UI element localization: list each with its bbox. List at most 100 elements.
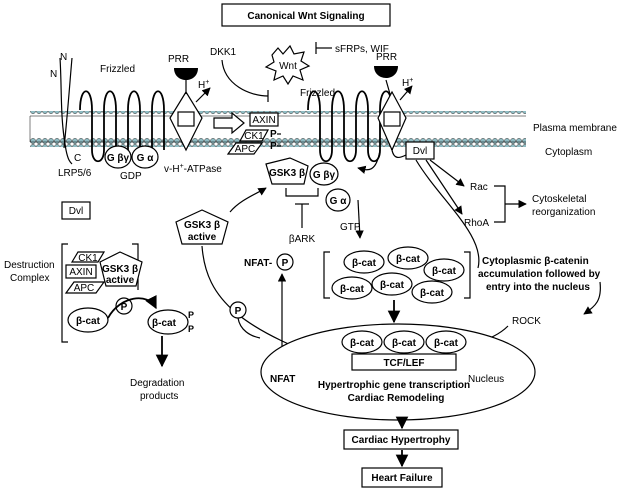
p-top-1: P [270,129,277,140]
ga-left [131,145,159,169]
svg-text:AXIN: AXIN [252,115,275,126]
bcat-cytoplasm-group: β-cat β-cat β-cat β-cat β-cat β-cat [331,246,465,304]
gsk-active-to-top-arrow [229,187,267,213]
gdp-label: GDP [120,171,142,182]
svg-text:β-cat: β-cat [350,338,375,349]
ga-to-bcat-arrow [355,199,364,239]
svg-text:APC: APC [235,144,256,155]
svg-text:β-cat: β-cat [152,318,177,329]
nucleus-label: Nucleus [468,374,504,385]
recruit-arrow [213,111,245,135]
destruction-bracket-left [61,243,68,343]
svg-text:G α: G α [137,153,155,164]
svg-text:P: P [282,258,289,269]
hplus-left: H+ [198,79,209,91]
hplus-left-arrow [195,87,211,103]
svg-text:G βγ: G βγ [313,170,336,181]
prr-right-label: PRR [376,52,397,63]
apc-dc [64,281,106,294]
svg-text:G α: G α [330,196,348,207]
plasma-membrane-label: Plasma membrane [533,123,617,134]
svg-text:G βγ: G βγ [107,153,130,164]
rock-label: ROCK [512,316,541,327]
ck1-top [238,129,270,142]
dkk1-label: DKK1 [210,47,237,58]
lrp-label: LRP5/6 [58,168,92,179]
bcat-nucleus-group: β-cat β-cat β-cat [341,330,467,354]
rac-label: Rac [470,182,488,193]
gtp-label: GTP [340,222,361,233]
frizzled-right-label: Frizzled [300,88,335,99]
v-atpase-right [377,79,407,152]
svg-text:active: active [188,232,217,243]
svg-text:β-cat: β-cat [392,338,417,349]
cardiac-hypertrophy-box [343,429,459,450]
gbg-right [309,162,339,186]
nfat-label: NFAT [270,374,295,385]
svg-text:β-cat: β-cat [432,266,457,277]
heart-failure-box [361,467,443,488]
bcat-dc [67,307,109,333]
destruction-label-1: Destruction [4,260,55,271]
prr-left-icon [174,68,198,80]
dvl-rac-arrow [429,159,465,187]
nfat-p-phospho [276,253,294,271]
dvl-to-gsk-arrow [357,149,381,174]
bark-label: βARK [289,234,316,245]
destruction-label-2: Complex [10,273,49,284]
svg-text:CK1: CK1 [78,253,98,264]
p-phospho-2: P [188,324,194,334]
svg-text:β-cat: β-cat [434,338,459,349]
prr-left-label: PRR [168,54,189,65]
p-phospho-1: P [188,310,194,320]
phospho-arrow [107,295,157,319]
svg-text:CK1: CK1 [244,131,264,142]
accum-arrow [583,281,601,315]
svg-text:active: active [106,275,135,286]
svg-text:β-cat: β-cat [352,258,377,269]
degradation-label-1: Degradation [130,378,184,389]
axin-dc [65,264,97,279]
v-atpase-left [169,80,203,152]
cardiac-hypertrophy-label: Cardiac Hypertrophy [352,435,451,446]
svg-text:AXIN: AXIN [69,267,92,278]
hplus-right: H+ [402,77,413,89]
tcf-lef-label: TCF/LEF [383,358,424,369]
gsk3b-top [265,157,309,185]
dvl-top [405,141,435,160]
svg-text:β-cat: β-cat [420,288,445,299]
bcat-bracket-right [464,251,471,299]
svg-text:β-cat: β-cat [380,280,405,291]
heart-failure-label: Heart Failure [371,473,433,484]
ck1-dc [70,251,106,263]
title-text: Canonical Wnt Signaling [247,11,364,22]
svg-text:GSK3 β: GSK3 β [269,168,305,179]
nfat-p-label: NFAT- [244,258,272,269]
sfrps-label: sFRPs, WIF [335,44,389,55]
dkk1-inhibit-line [221,59,269,97]
n-terminal-1: N [60,52,67,63]
tcf-lef-box [351,353,457,371]
accum-label-2: accumulation followed by [478,269,601,280]
accum-label-3: entry into the nucleus [486,282,590,293]
gsk3b-active-middle [175,209,229,245]
wnt-ligand [264,44,311,86]
apc-top [226,142,264,155]
axin-top [249,112,279,127]
hypertrophic-label-1: Hypertrophic gene transcription [318,380,470,391]
vatpase-label: v-H+-ATPase [164,163,222,175]
gbg-left [104,145,132,169]
lrp-receptor [59,57,73,165]
svg-text:Dvl: Dvl [69,206,83,217]
cytoskeletal-label-1: Cytoskeletal [532,194,586,205]
n-terminal-2: N [50,69,57,80]
svg-text:Dvl: Dvl [413,146,427,157]
degradation-label-2: products [140,391,178,402]
svg-text:β-cat: β-cat [396,254,421,265]
svg-text:P: P [235,306,242,317]
svg-text:APC: APC [74,283,95,294]
dvl-rhoa-arrow [425,159,463,215]
p-dc [115,297,133,315]
